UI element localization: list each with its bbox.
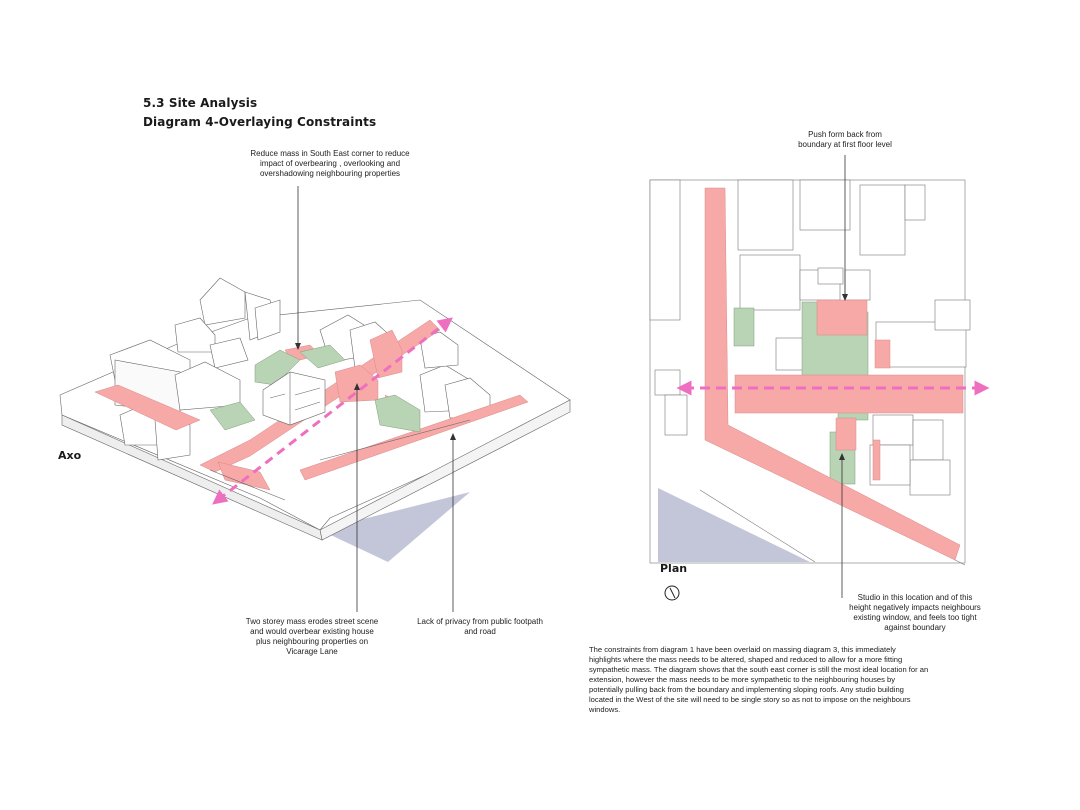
axo-label: Axo: [58, 449, 82, 462]
description-paragraph: The constraints from diagram 1 have been…: [589, 645, 929, 714]
annotation-push-form: Push form back from boundary at first fl…: [798, 130, 892, 149]
axo-axis-arrow: [212, 317, 453, 505]
annotation-reduce-mass: Reduce mass in South East corner to redu…: [250, 149, 410, 178]
section-title: 5.3 Site Analysis: [143, 96, 258, 110]
plan-label: Plan: [660, 562, 688, 575]
annotation-two-storey: Two storey mass erodes street scene and …: [245, 617, 379, 656]
axo-shadow: [320, 492, 470, 562]
plan-drawing: [649, 179, 971, 566]
annotation-privacy: Lack of privacy from public footpath and…: [417, 617, 543, 636]
annotation-studio: Studio in this location and of this heig…: [849, 593, 981, 632]
diagram-subtitle: Diagram 4-Overlaying Constraints: [143, 115, 377, 129]
plan-shadow: [658, 488, 810, 562]
axo-drawing: [59, 277, 571, 562]
north-arrow-icon: [664, 585, 680, 601]
